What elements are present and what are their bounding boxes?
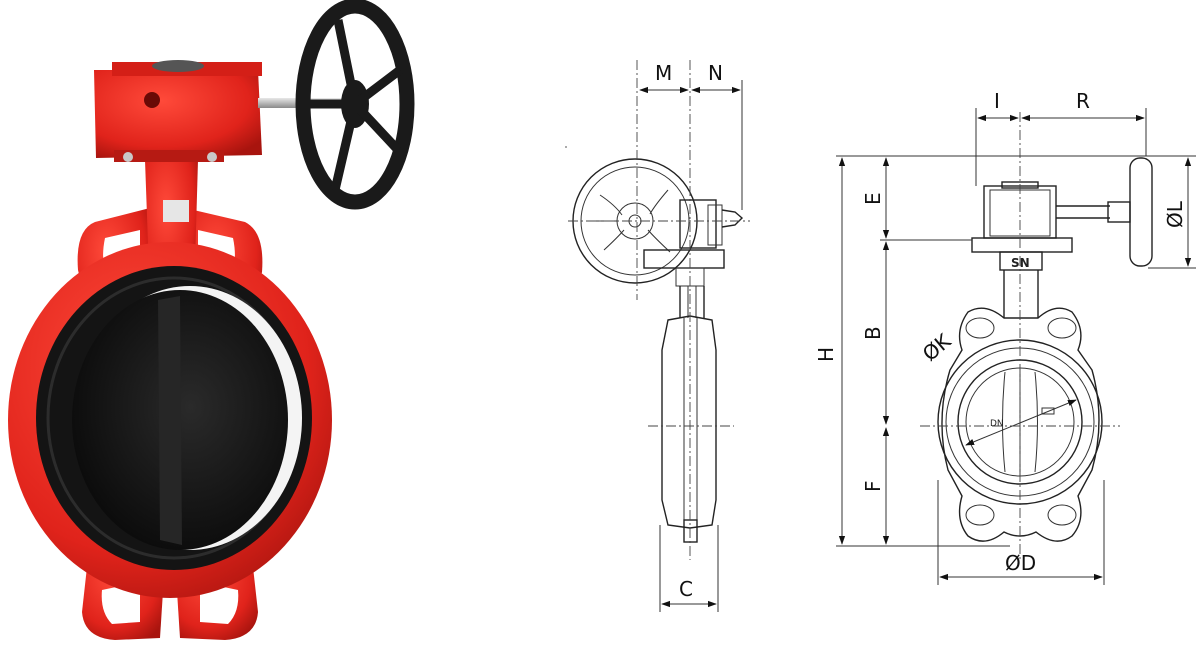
gearbox-housing	[94, 70, 262, 158]
neck-label-plate	[163, 200, 189, 222]
dim-label-c: C	[679, 577, 693, 601]
dim-label-f: F	[861, 480, 885, 492]
bolt-head	[207, 152, 217, 162]
valve-photo	[8, 0, 415, 640]
side-view-drawing: M N C	[565, 60, 750, 612]
dim-label-k: ØK	[918, 328, 956, 366]
dim-label-d: ØD	[1005, 551, 1036, 575]
dim-label-n: N	[708, 61, 723, 85]
dim-label-l: ØL	[1163, 200, 1187, 228]
dim-label-e: E	[861, 192, 885, 205]
dim-label-r: R	[1076, 89, 1090, 113]
dn-marking: DN	[990, 419, 1004, 429]
gearbox-port	[144, 92, 160, 108]
dim-label-i: I	[994, 89, 1000, 113]
dim-label-h: H	[814, 347, 838, 362]
disc-hub	[158, 296, 182, 545]
dim-label-b: B	[861, 326, 885, 340]
dim-label-m: M	[655, 61, 672, 85]
bolt-head	[123, 152, 133, 162]
gearbox-cap	[152, 60, 204, 72]
front-view-drawing: SN DN	[814, 89, 1196, 585]
handwheel-icon[interactable]	[295, 0, 415, 210]
gearbox-flange	[114, 150, 224, 162]
